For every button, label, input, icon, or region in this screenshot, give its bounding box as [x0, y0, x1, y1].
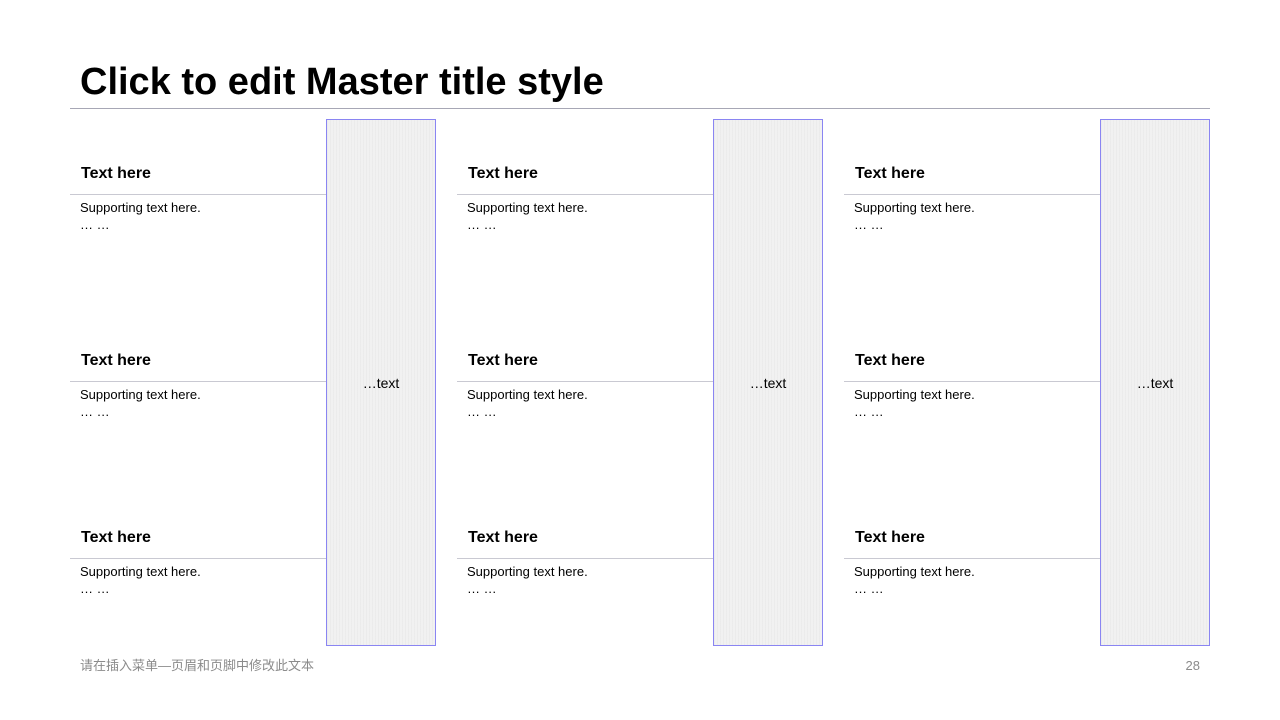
text-block-divider — [457, 194, 713, 195]
page-number: 28 — [1185, 658, 1200, 673]
text-block-heading[interactable]: Text here — [81, 352, 151, 369]
text-block-divider — [457, 558, 713, 559]
text-block-divider — [844, 194, 1100, 195]
title-divider — [70, 108, 1210, 109]
side-placeholder-label: …text — [362, 374, 400, 391]
content-column-2: Text here Supporting text here. … … Text… — [457, 119, 823, 646]
text-block-ellipsis[interactable]: … … — [854, 581, 884, 596]
text-block-divider — [70, 194, 326, 195]
text-block-supporting-text[interactable]: Supporting text here. — [80, 200, 201, 215]
text-block-heading[interactable]: Text here — [468, 165, 538, 182]
text-block-ellipsis[interactable]: … … — [80, 581, 110, 596]
side-placeholder-box[interactable]: …text — [1100, 119, 1210, 646]
text-block-supporting-text[interactable]: Supporting text here. — [80, 564, 201, 579]
text-block-supporting-text[interactable]: Supporting text here. — [467, 200, 588, 215]
slide-title[interactable]: Click to edit Master title style — [80, 61, 604, 103]
text-block-supporting-text[interactable]: Supporting text here. — [467, 564, 588, 579]
text-block-heading[interactable]: Text here — [81, 165, 151, 182]
text-block-ellipsis[interactable]: … … — [467, 217, 497, 232]
text-block-supporting-text[interactable]: Supporting text here. — [854, 200, 975, 215]
content-column-1: Text here Supporting text here. … … Text… — [70, 119, 436, 646]
text-block-heading[interactable]: Text here — [468, 352, 538, 369]
side-placeholder-label: …text — [749, 374, 787, 391]
text-block-supporting-text[interactable]: Supporting text here. — [854, 387, 975, 402]
text-block-ellipsis[interactable]: … … — [854, 217, 884, 232]
text-block-ellipsis[interactable]: … … — [80, 217, 110, 232]
text-block-divider — [844, 381, 1100, 382]
text-block-ellipsis[interactable]: … … — [80, 404, 110, 419]
text-block-divider — [70, 381, 326, 382]
content-column-3: Text here Supporting text here. … … Text… — [844, 119, 1210, 646]
text-block-divider — [844, 558, 1100, 559]
text-block-divider — [70, 558, 326, 559]
side-placeholder-label: …text — [1136, 374, 1174, 391]
side-placeholder-box[interactable]: …text — [326, 119, 436, 646]
text-block-divider — [457, 381, 713, 382]
text-block-heading[interactable]: Text here — [855, 529, 925, 546]
text-block-ellipsis[interactable]: … … — [854, 404, 884, 419]
text-block-ellipsis[interactable]: … … — [467, 404, 497, 419]
side-placeholder-box[interactable]: …text — [713, 119, 823, 646]
text-block-supporting-text[interactable]: Supporting text here. — [467, 387, 588, 402]
text-block-heading[interactable]: Text here — [81, 529, 151, 546]
text-block-heading[interactable]: Text here — [855, 165, 925, 182]
footer-text: 请在插入菜单—页眉和页脚中修改此文本 — [80, 658, 315, 673]
text-block-heading[interactable]: Text here — [468, 529, 538, 546]
text-block-ellipsis[interactable]: … … — [467, 581, 497, 596]
text-block-supporting-text[interactable]: Supporting text here. — [854, 564, 975, 579]
text-block-supporting-text[interactable]: Supporting text here. — [80, 387, 201, 402]
text-block-heading[interactable]: Text here — [855, 352, 925, 369]
